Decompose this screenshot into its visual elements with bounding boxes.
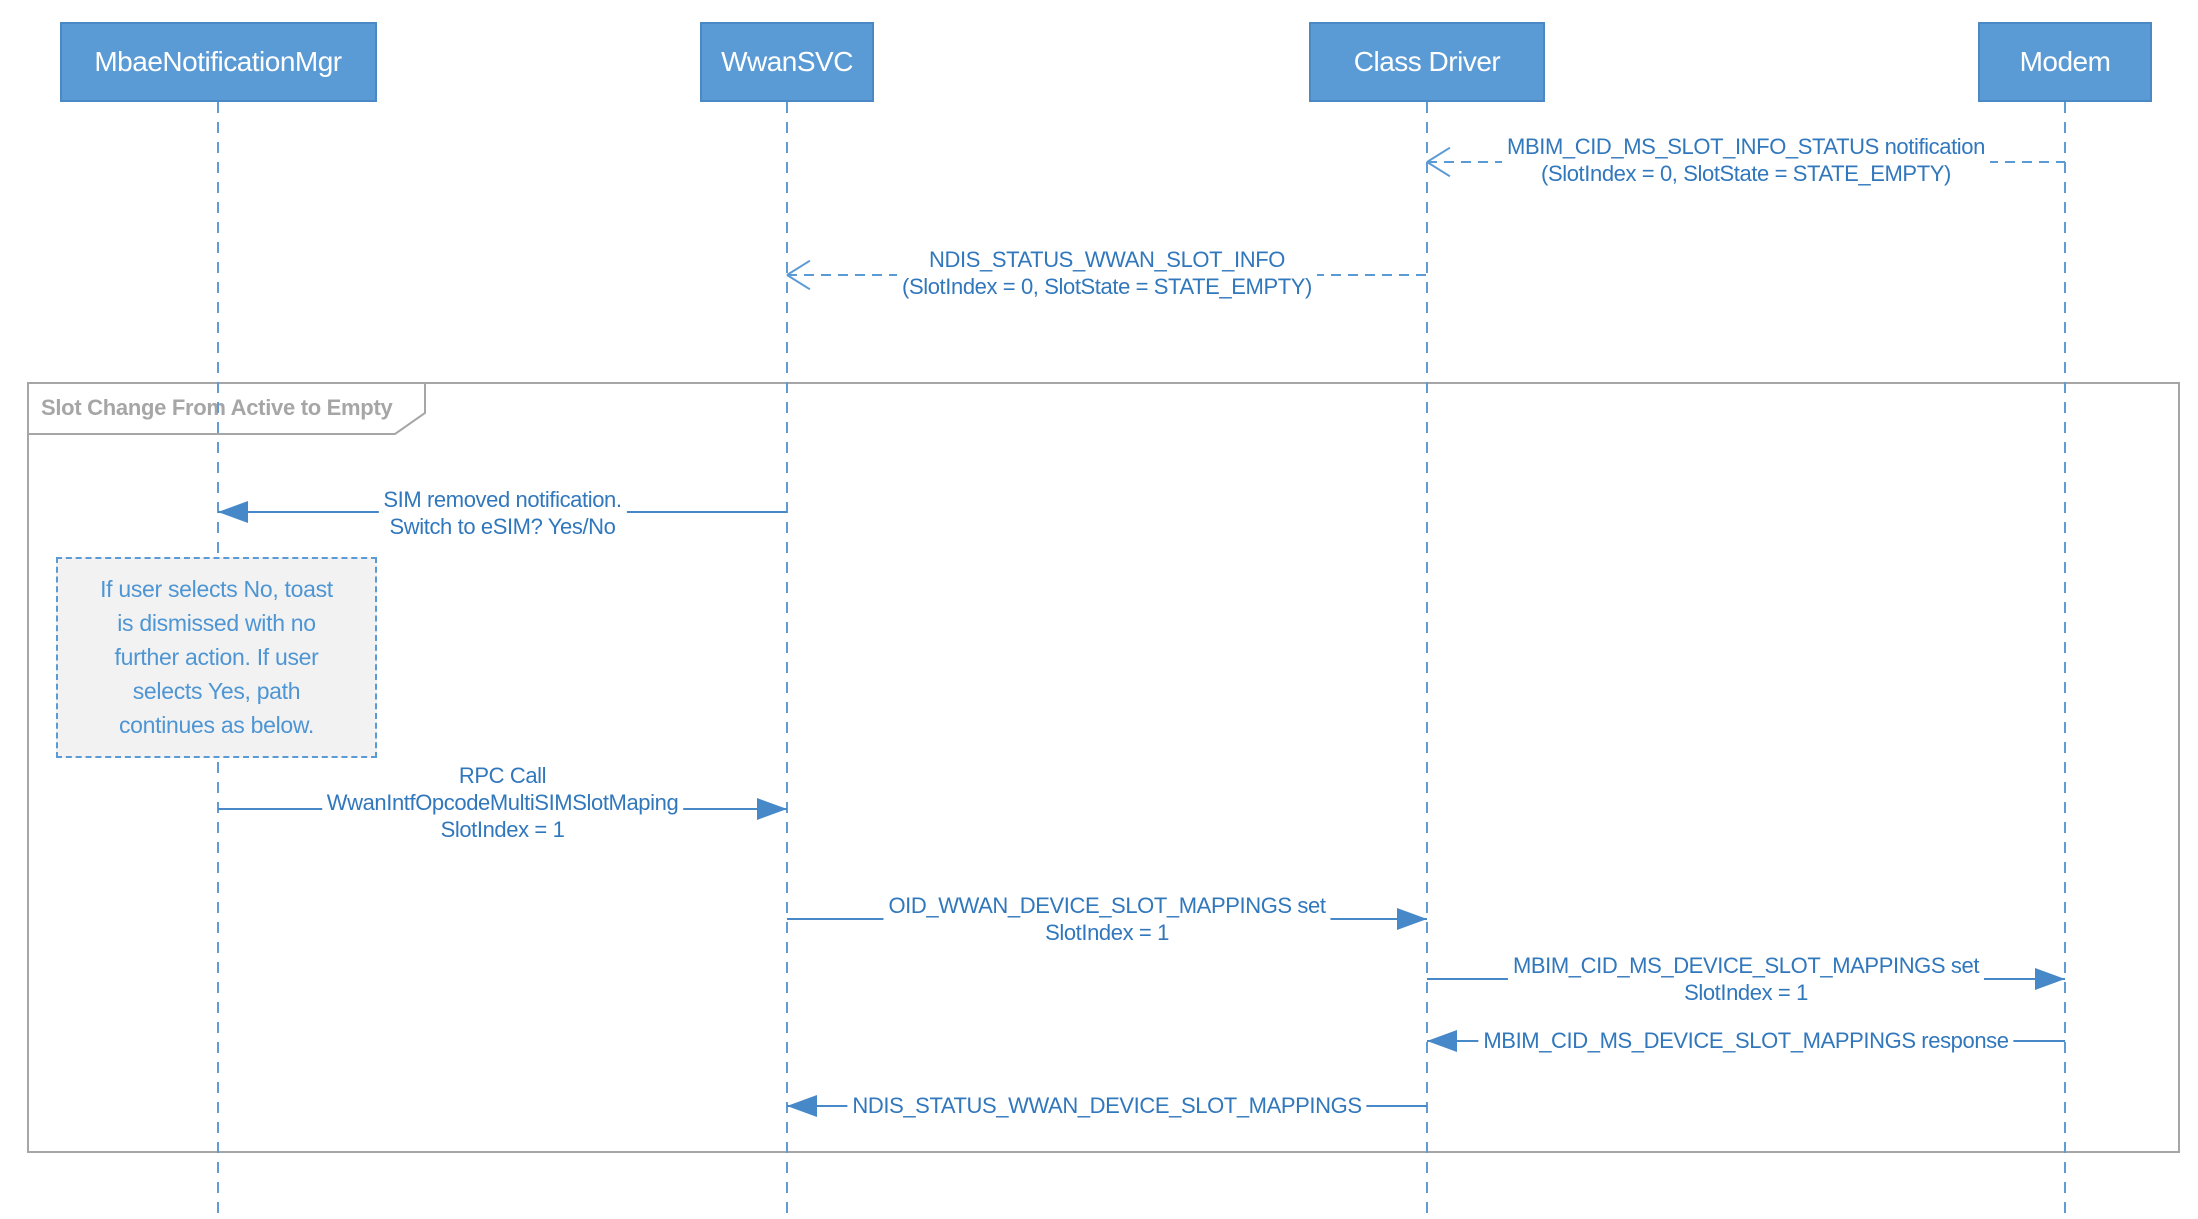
fragment-label-pentagon [27, 382, 426, 435]
fragment-frame-label: Slot Change From Active to Empty [41, 395, 393, 420]
message-text-line: (SlotIndex = 0, SlotState = STATE_EMPTY) [1541, 161, 1951, 186]
message-text-line: SlotIndex = 1 [1045, 920, 1169, 945]
message-text-line: SlotIndex = 1 [440, 817, 565, 842]
message-text-line: SIM removed notification. [383, 487, 622, 512]
message-text-line: SlotIndex = 1 [1684, 980, 1808, 1005]
filled-arrowhead [787, 1095, 817, 1117]
message-label-7: MBIM_CID_MS_DEVICE_SLOT_MAPPINGS respons… [1478, 1027, 2014, 1054]
message-text-line: MBIM_CID_MS_SLOT_INFO_STATUS notificatio… [1507, 134, 1985, 159]
note-text-line: selects Yes, path [132, 678, 301, 704]
message-label-1: MBIM_CID_MS_SLOT_INFO_STATUS notificatio… [1502, 133, 1990, 187]
fragment-frame [27, 382, 2180, 1153]
actor-box-wwansvc: WwanSVC [700, 22, 874, 102]
note-text-line: further action. If user [114, 644, 319, 670]
actor-box-class-driver: Class Driver [1309, 22, 1545, 102]
message-label-2: NDIS_STATUS_WWAN_SLOT_INFO(SlotIndex = 0… [897, 246, 1317, 300]
lifeline-wwansvc [786, 102, 788, 1219]
message-text-line: WwanIntfOpcodeMultiSIMSlotMaping [326, 790, 679, 815]
note-text-line: is dismissed with no [117, 610, 316, 636]
note-text-line: continues as below. [118, 712, 315, 738]
message-text-line: NDIS_STATUS_WWAN_DEVICE_SLOT_MAPPINGS [852, 1093, 1362, 1118]
actor-label: WwanSVC [721, 46, 853, 77]
filled-arrowhead [218, 501, 248, 523]
message-text-line: MBIM_CID_MS_DEVICE_SLOT_MAPPINGS respons… [1483, 1028, 2009, 1053]
message-text-line: Switch to eSIM? Yes/No [389, 514, 616, 539]
message-label-8: NDIS_STATUS_WWAN_DEVICE_SLOT_MAPPINGS [847, 1092, 1367, 1119]
actor-label: Class Driver [1353, 46, 1501, 77]
filled-arrowhead [1427, 1030, 1457, 1052]
lifeline-modem [2064, 102, 2066, 1219]
filled-arrowhead [757, 798, 787, 820]
message-text-line: OID_WWAN_DEVICE_SLOT_MAPPINGS set [888, 893, 1326, 918]
actor-label: MbaeNotificationMgr [94, 46, 342, 77]
actor-label: Modem [2019, 46, 2111, 77]
filled-arrowhead [1397, 908, 1427, 930]
actor-box-modem: Modem [1978, 22, 2152, 102]
note-box: If user selects No, toast is dismissed wi… [56, 557, 377, 758]
lifeline-class-driver [1426, 102, 1428, 1219]
open-arrowhead [786, 274, 811, 291]
message-text-line: RPC Call [458, 763, 547, 788]
message-text-line: (SlotIndex = 0, SlotState = STATE_EMPTY) [902, 274, 1312, 299]
note-text-line: If user selects No, toast [100, 576, 333, 602]
message-text-line: NDIS_STATUS_WWAN_SLOT_INFO [929, 247, 1285, 272]
pentagon-shape [27, 382, 426, 435]
open-arrowhead [1426, 161, 1451, 178]
message-label-3: SIM removed notification.Switch to eSIM?… [378, 486, 627, 540]
actor-box-mbaenotificationmgr: MbaeNotificationMgr [59, 22, 377, 102]
filled-arrowhead [2035, 968, 2065, 990]
message-text-line: MBIM_CID_MS_DEVICE_SLOT_MAPPINGS set [1512, 953, 1980, 978]
